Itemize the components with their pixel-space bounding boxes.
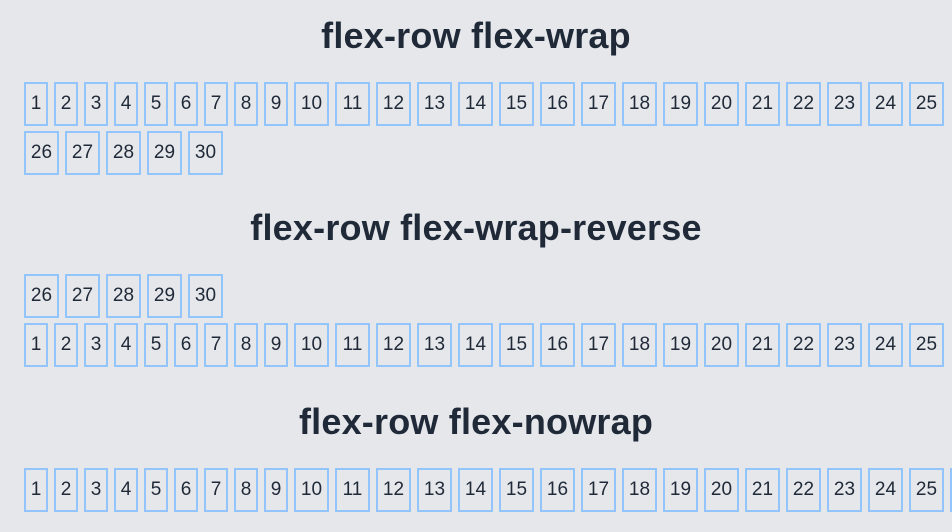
- flex-item: 30: [188, 131, 223, 175]
- flex-item: 11: [335, 82, 370, 126]
- flex-item: 26: [24, 131, 59, 175]
- flex-item: 16: [540, 323, 575, 367]
- flex-item: 4: [114, 323, 138, 367]
- flex-item: 28: [106, 274, 141, 318]
- flex-item: 9: [264, 82, 288, 126]
- flex-item: 8: [234, 323, 258, 367]
- flex-item: 25: [909, 82, 944, 126]
- flex-item: 20: [704, 82, 739, 126]
- flex-item: 3: [84, 323, 108, 367]
- flex-item: 5: [144, 323, 168, 367]
- flex-item: 26: [24, 274, 59, 318]
- flex-item: 24: [868, 82, 903, 126]
- flex-item: 29: [147, 131, 182, 175]
- flex-item: 25: [909, 323, 944, 367]
- flex-item: 18: [622, 323, 657, 367]
- flex-item: 10: [294, 82, 329, 126]
- flex-item: 6: [174, 82, 198, 126]
- flex-item: 20: [704, 323, 739, 367]
- flex-item: 3: [84, 468, 108, 512]
- flex-item: 17: [581, 82, 616, 126]
- flex-item: 18: [622, 82, 657, 126]
- flex-item: 14: [458, 323, 493, 367]
- flex-item: 30: [188, 274, 223, 318]
- section-title-flex-nowrap: flex-row flex-nowrap: [298, 401, 654, 442]
- flex-item: 23: [827, 82, 862, 126]
- flex-item: 15: [499, 82, 534, 126]
- flex-item: 8: [234, 468, 258, 512]
- flex-item: 14: [458, 82, 493, 126]
- flex-item: 22: [786, 323, 821, 367]
- flex-item: 19: [663, 82, 698, 126]
- flex-item: 27: [65, 274, 100, 318]
- flex-item: 23: [827, 468, 862, 512]
- flex-item: 13: [417, 82, 452, 126]
- flex-item: 17: [581, 323, 616, 367]
- flex-item: 24: [868, 323, 903, 367]
- flex-item: 16: [540, 82, 575, 126]
- flex-item: 10: [294, 323, 329, 367]
- flex-item: 1: [24, 82, 48, 126]
- flex-item: 21: [745, 323, 780, 367]
- flex-item: 21: [745, 468, 780, 512]
- flex-item: 19: [663, 323, 698, 367]
- section-title-flex-wrap: flex-row flex-wrap: [321, 15, 631, 56]
- flex-item: 21: [745, 82, 780, 126]
- flex-item: 15: [499, 323, 534, 367]
- flex-item: 16: [540, 468, 575, 512]
- flex-item: 9: [264, 468, 288, 512]
- flex-item: 5: [144, 468, 168, 512]
- flex-item: 7: [204, 468, 228, 512]
- flex-item: 8: [234, 82, 258, 126]
- flex-item: 24: [868, 468, 903, 512]
- flex-item: 9: [264, 323, 288, 367]
- flex-item: 17: [581, 468, 616, 512]
- flex-item: 20: [704, 468, 739, 512]
- flex-item: 7: [204, 82, 228, 126]
- flex-item: 15: [499, 468, 534, 512]
- flex-item: 25: [909, 468, 944, 512]
- flex-item: 19: [663, 468, 698, 512]
- flex-item: 2: [54, 468, 78, 512]
- flex-item: 12: [376, 82, 411, 126]
- flex-item: 11: [335, 468, 370, 512]
- flex-item: 3: [84, 82, 108, 126]
- flex-item: 23: [827, 323, 862, 367]
- flex-item: 2: [54, 82, 78, 126]
- flex-item: 2: [54, 323, 78, 367]
- flex-item: 6: [174, 468, 198, 512]
- flex-item: 14: [458, 468, 493, 512]
- flex-item: 1: [24, 468, 48, 512]
- flex-item: 7: [204, 323, 228, 367]
- flex-item: 4: [114, 82, 138, 126]
- flex-item: 18: [622, 468, 657, 512]
- flex-item: 22: [786, 468, 821, 512]
- section-title-flex-wrap-reverse: flex-row flex-wrap-reverse: [250, 207, 702, 248]
- flex-item: 22: [786, 82, 821, 126]
- flex-item: 10: [294, 468, 329, 512]
- flex-item: 6: [174, 323, 198, 367]
- flex-item: 26: [950, 468, 952, 512]
- flex-item: 12: [376, 468, 411, 512]
- flex-item: 4: [114, 468, 138, 512]
- flex-item: 13: [417, 468, 452, 512]
- flex-item: 27: [65, 131, 100, 175]
- flex-item: 28: [106, 131, 141, 175]
- flex-item: 12: [376, 323, 411, 367]
- flex-item: 1: [24, 323, 48, 367]
- flex-item: 13: [417, 323, 452, 367]
- flex-item: 29: [147, 274, 182, 318]
- flex-item: 11: [335, 323, 370, 367]
- flex-item: 5: [144, 82, 168, 126]
